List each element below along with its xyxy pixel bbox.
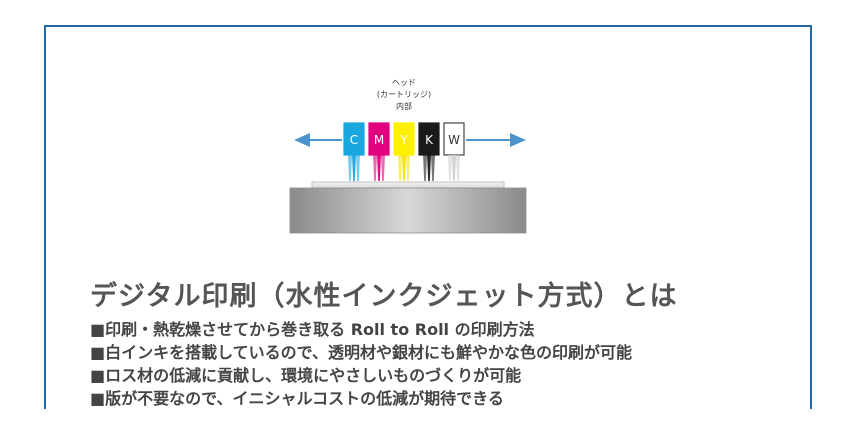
ink-spray (456, 155, 460, 181)
head-label-line-1: ヘッド (392, 78, 416, 87)
feature-item: ■ロス材の低減に貢献し、環境にやさしいものづくりが可能 (90, 366, 522, 385)
feature-item: ■版が不要なので、イニシャルコストの低減が期待できる (90, 389, 504, 408)
ink-spray (406, 155, 410, 181)
arrow-left-icon (294, 133, 342, 147)
cartridge-y: Y (393, 122, 415, 181)
cartridge-letter: C (350, 133, 358, 147)
cartridge-m: M (368, 122, 390, 181)
head-label-line-2: (カートリッジ) (377, 90, 431, 99)
ink-spray (431, 155, 435, 181)
ink-spray (377, 155, 381, 181)
head-label-line-3: 内部 (396, 101, 412, 111)
cartridge-letter: M (374, 133, 384, 147)
feature-item: ■印刷・熱乾燥させてから巻き取る Roll to Roll の印刷方法 (90, 320, 535, 339)
arrow-right-icon (466, 133, 526, 147)
ink-spray (423, 155, 427, 181)
ink-spray (373, 155, 377, 181)
feature-item: ■白インキを搭載しているので、透明材や銀材にも鮮やかな色の印刷が可能 (90, 343, 632, 362)
ink-spray (402, 155, 406, 181)
ink-spray (348, 155, 352, 181)
cartridge-letter: W (448, 133, 460, 147)
ink-spray (352, 155, 356, 181)
feature-list: ■印刷・熱乾燥させてから巻き取る Roll to Roll の印刷方法 ■白イン… (90, 318, 632, 410)
page-heading: デジタル印刷（水性インクジェット方式）とは (90, 281, 678, 312)
ink-spray (452, 155, 456, 181)
ink-spray (448, 155, 452, 181)
platen-block (289, 187, 527, 234)
cartridge-c: C (343, 122, 365, 181)
ink-spray (381, 155, 385, 181)
cartridge-letter: K (425, 133, 434, 147)
ink-spray (427, 155, 431, 181)
cartridge-k: K (418, 122, 440, 181)
print-media-sheet (311, 181, 505, 189)
ink-spray (398, 155, 402, 181)
cartridge-w: W (443, 122, 465, 181)
cartridge-letter: Y (399, 133, 408, 147)
ink-spray (356, 155, 360, 181)
